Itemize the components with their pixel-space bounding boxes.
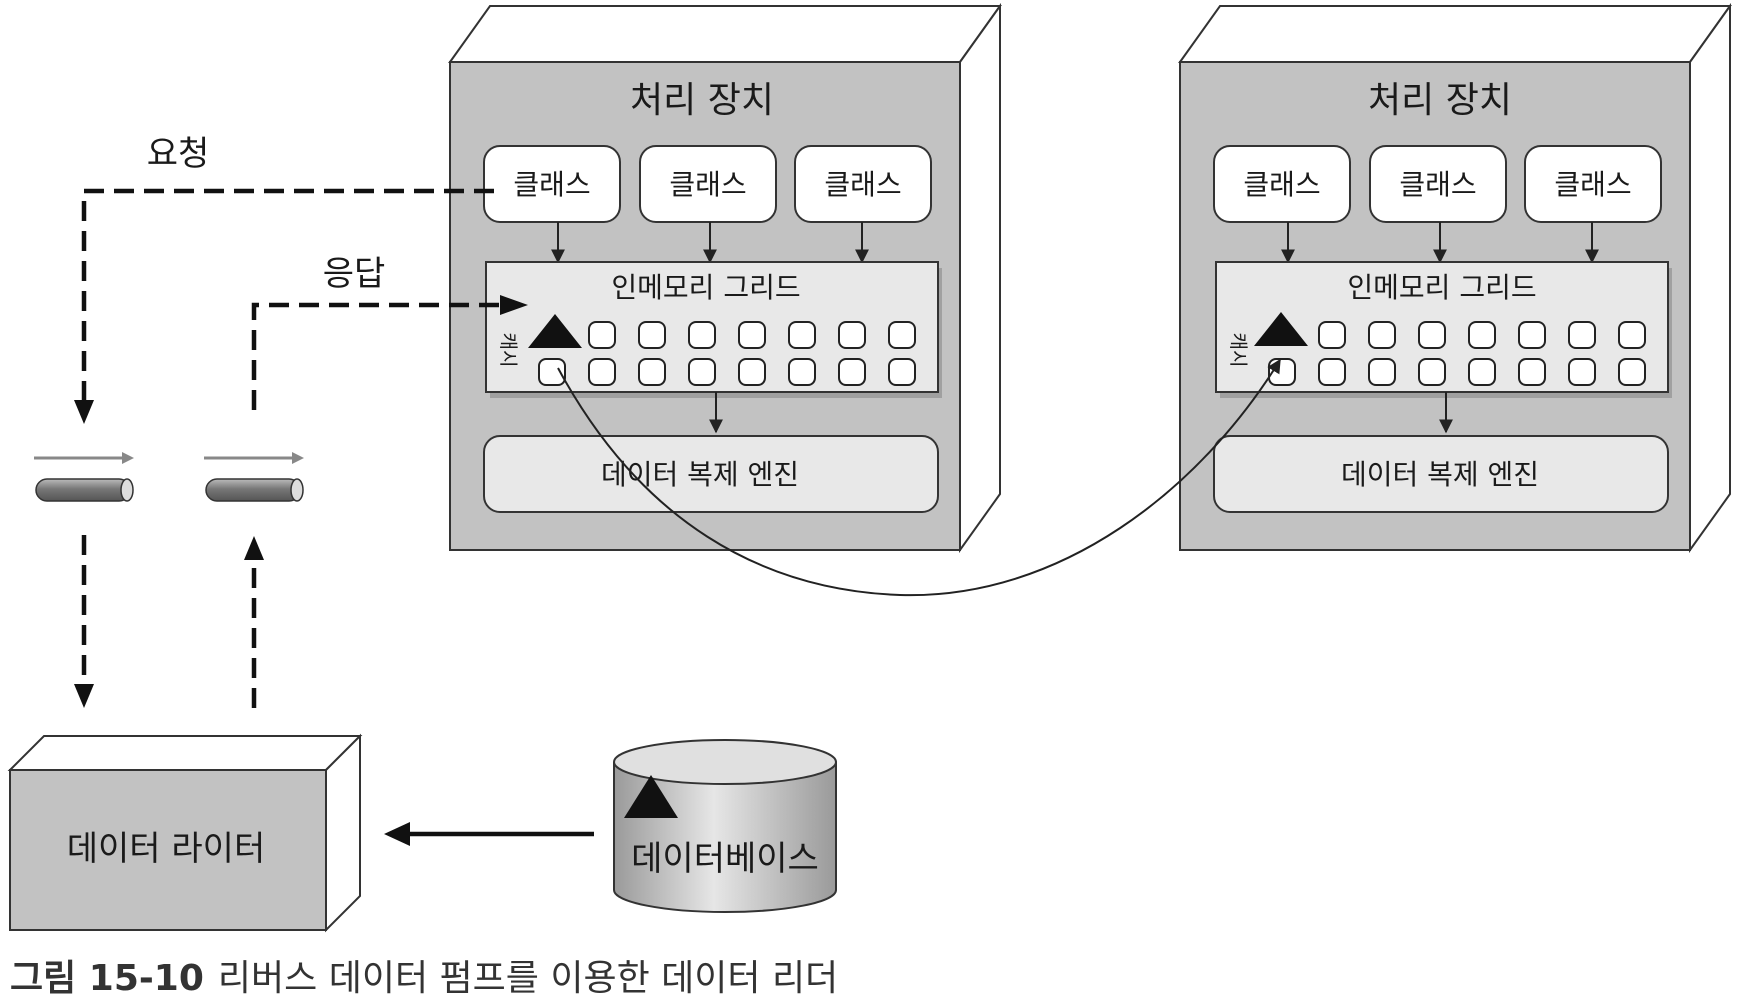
in-memory-grid: 인메모리 그리드 캐시 (1215, 261, 1672, 398)
writer-to-queue-arrowhead-icon (244, 536, 264, 560)
data-replication-engine: 데이터 복제 엔진 (483, 435, 939, 513)
database-to-writer-arrowhead-icon (384, 822, 410, 846)
figure-title: 리버스 데이터 펌프를 이용한 데이터 리더 (218, 958, 838, 999)
engine-label: 데이터 복제 엔진 (1341, 458, 1539, 491)
processing-unit-title: 처리 장치 (1368, 80, 1512, 121)
response-label: 응답 (323, 254, 386, 294)
class-label: 클래스 (1399, 168, 1476, 201)
class-box: 클래스 (639, 145, 777, 223)
request-path (81, 188, 494, 415)
cache-entry-triangle-icon (1254, 312, 1308, 346)
data-writer: 데이터 라이터 (7, 733, 363, 933)
response-arrowhead-icon (500, 295, 528, 315)
figure-caption: 그림 15-10 리버스 데이터 펌프를 이용한 데이터 리더 (10, 958, 838, 999)
database: 데이터베이스 (613, 739, 837, 913)
processing-unit-1: 처리 장치 클래스 클래스 클래스 인메모리 그리드 캐시 (448, 2, 1002, 554)
class-box: 클래스 (794, 145, 932, 223)
processing-unit-2: 처리 장치 클래스 클래스 클래스 인메모리 그리드 캐시 (1178, 2, 1732, 554)
class-label: 클래스 (1554, 168, 1631, 201)
cache-slots (1268, 321, 1646, 386)
cache-entry-triangle-icon (528, 314, 582, 348)
database-entry-triangle-icon (624, 775, 678, 818)
class-box: 클래스 (483, 145, 621, 223)
request-arrowhead-icon (74, 400, 94, 424)
cache-slots (538, 321, 916, 386)
class-box: 클래스 (1213, 145, 1351, 223)
class-label: 클래스 (513, 168, 590, 201)
response-queue (204, 452, 304, 502)
engine-label: 데이터 복제 엔진 (601, 458, 799, 491)
request-label: 요청 (147, 134, 210, 174)
class-box: 클래스 (1524, 145, 1662, 223)
data-writer-label: 데이터 라이터 (67, 829, 266, 869)
class-box: 클래스 (1369, 145, 1507, 223)
database-label: 데이터베이스 (631, 839, 819, 879)
class-label: 클래스 (824, 168, 901, 201)
request-queue (34, 452, 134, 502)
cache-label: 캐시 (497, 333, 519, 368)
class-label: 클래스 (1243, 168, 1320, 201)
class-label: 클래스 (669, 168, 746, 201)
cache-replication-curve (557, 358, 1281, 597)
data-replication-engine: 데이터 복제 엔진 (1213, 435, 1669, 513)
processing-unit-title: 처리 장치 (630, 80, 774, 121)
response-path (251, 302, 505, 410)
in-memory-grid-label: 인메모리 그리드 (611, 271, 800, 304)
cache-label: 캐시 (1227, 333, 1249, 368)
in-memory-grid-label: 인메모리 그리드 (1347, 271, 1536, 304)
queue-to-writer-arrowhead-icon (74, 684, 94, 708)
in-memory-grid: 인메모리 그리드 캐시 (485, 261, 942, 398)
figure-number: 그림 15-10 (10, 958, 204, 999)
